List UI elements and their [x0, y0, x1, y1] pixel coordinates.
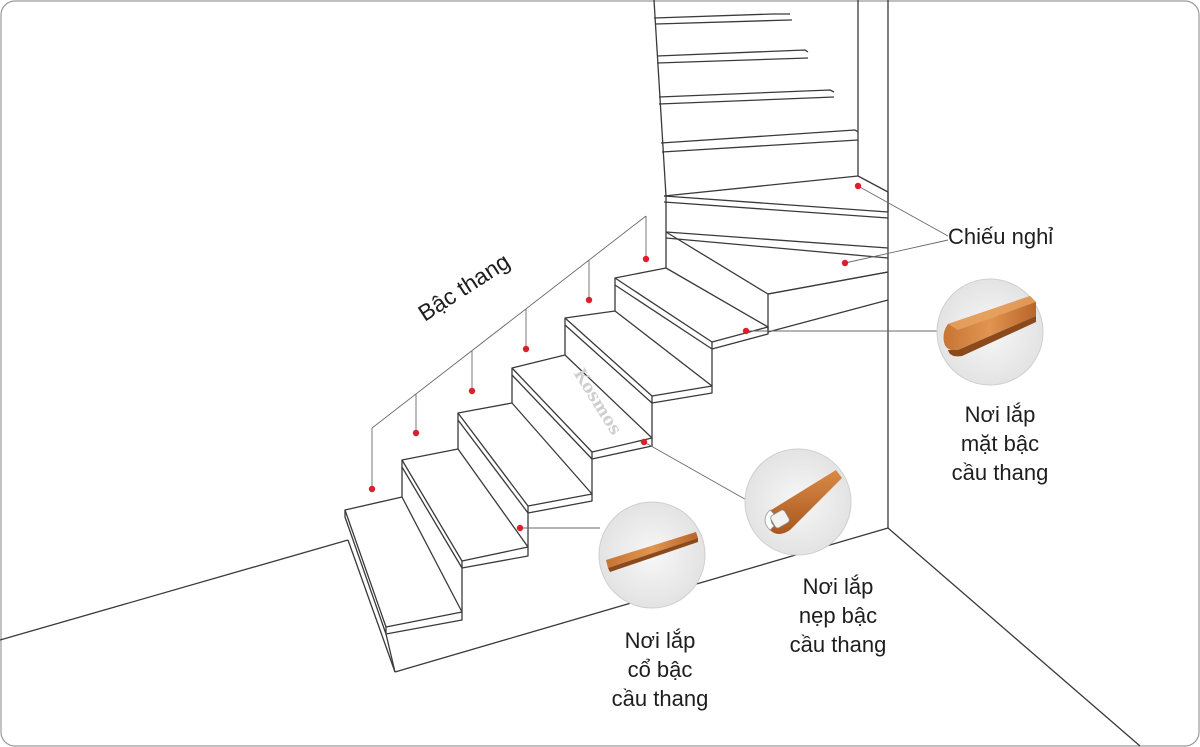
riser-profile-icon [598, 501, 706, 609]
tread-site-line-3: cầu thang [951, 460, 1049, 485]
landing-label: Chiếu nghỉ [948, 222, 1053, 251]
nosing-site-line-1: Nơi lắp [802, 574, 874, 599]
landing-leader-2 [844, 239, 949, 264]
nosing-site-line-3: cầu thang [789, 632, 887, 657]
riser-site-line-3: cầu thang [611, 686, 709, 711]
stair-base-side [347, 539, 396, 673]
nosing-site-line-2: nẹp bậc [798, 603, 878, 628]
riser-site-line-1: Nơi lắp [624, 628, 696, 653]
landing-label-text: Chiếu nghỉ [948, 224, 1054, 249]
floor-right-line [887, 527, 1141, 747]
tread-site-label: Nơi lắp mặt bậc cầu thang [930, 400, 1070, 487]
landing-leader-1 [857, 185, 949, 237]
tread-site-line-2: mặt bậc [960, 431, 1040, 456]
steps-leader-diagonal [371, 215, 647, 429]
tread-site-line-1: Nơi lắp [964, 402, 1036, 427]
floor-left-line [0, 539, 349, 641]
nosing-profile-icon [744, 448, 852, 556]
nosing-leader [643, 441, 751, 503]
tread-profile-icon [936, 278, 1044, 386]
riser-site-line-2: cổ bậc [627, 657, 693, 682]
markers [368, 182, 862, 532]
nosing-site-label: Nơi lắp nẹp bậc cầu thang [768, 572, 908, 659]
riser-site-label: Nơi lắp cổ bậc cầu thang [590, 626, 730, 713]
